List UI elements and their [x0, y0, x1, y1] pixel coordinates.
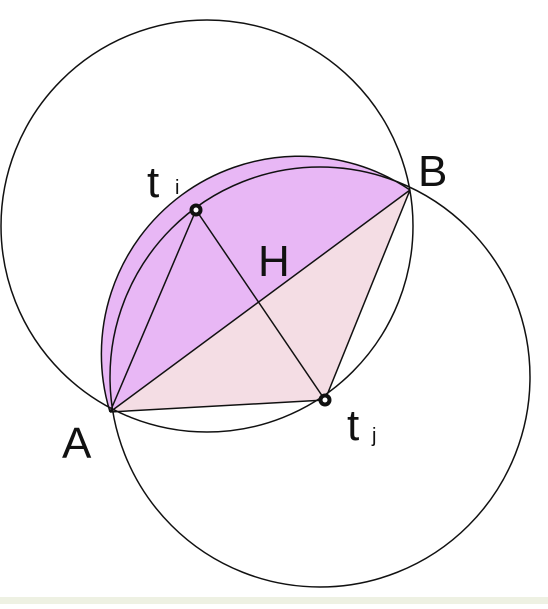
segment-a-ti: [109, 209, 197, 413]
segment-a-b: [109, 189, 411, 413]
point-tj-marker-inner: [322, 397, 328, 403]
lens-arc: [100, 155, 411, 413]
label-ti-base: t: [147, 158, 159, 207]
label-ti-sub: i: [175, 177, 179, 199]
circle-lower: [109, 166, 531, 588]
segment-b-tj: [324, 189, 411, 401]
segment-a-tj: [109, 399, 326, 413]
label-b: B: [418, 147, 447, 196]
label-tj-sub: j: [371, 425, 376, 447]
segment-ti-tj: [195, 209, 326, 401]
bottom-strip: [0, 597, 548, 604]
label-a: A: [62, 419, 92, 468]
circle-upper: [0, 19, 414, 433]
label-h: H: [258, 237, 290, 286]
label-tj-base: t: [347, 401, 359, 450]
point-ti-marker-inner: [193, 207, 199, 213]
